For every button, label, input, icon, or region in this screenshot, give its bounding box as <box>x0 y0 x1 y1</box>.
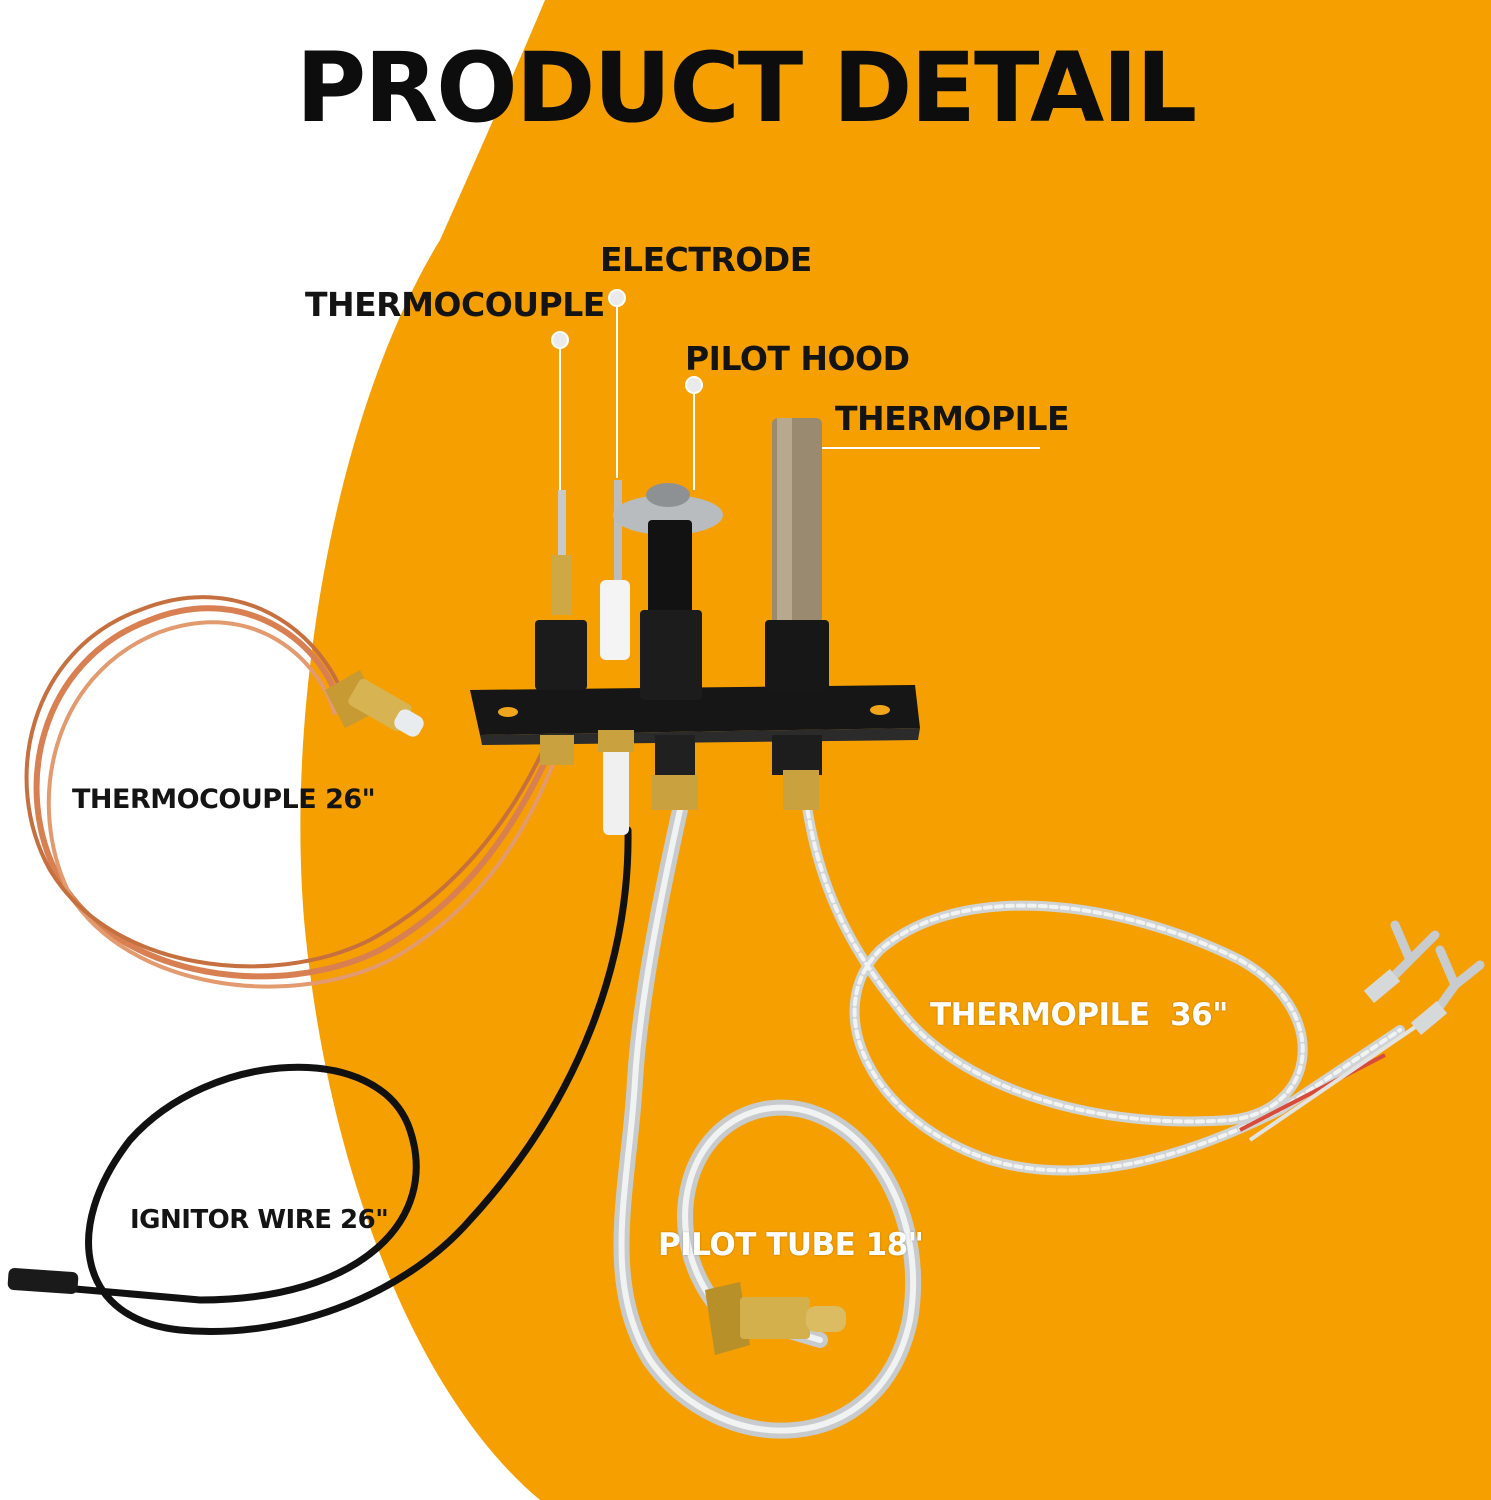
thermopile-label: THERMOPILE <box>835 399 1070 438</box>
thermocouple-post <box>535 490 587 765</box>
thermopile-length-label: THERMOPILE 36" <box>930 997 1228 1033</box>
spade-terminals <box>1363 920 1485 1036</box>
callout-lines <box>559 300 1040 490</box>
electrode-label: ELECTRODE <box>600 240 812 279</box>
pilot-tube-length-label: PILOT TUBE 18" <box>658 1227 924 1263</box>
thermocouple-coil <box>24 595 562 989</box>
electrode-post <box>598 480 634 835</box>
pilot-tube-line <box>613 802 922 1439</box>
orange-background-shape <box>300 0 1491 1500</box>
thermocouple-fitting <box>325 670 424 737</box>
pilot-hood-label: PILOT HOOD <box>685 339 910 378</box>
callout-dots <box>551 289 703 394</box>
ignitor-wire <box>26 826 632 1336</box>
thermopile-cable <box>801 795 1442 1176</box>
page-title: PRODUCT DETAIL <box>295 32 1197 144</box>
thermopile-post <box>765 418 829 810</box>
thermocouple-label: THERMOCOUPLE <box>305 285 605 324</box>
pilot-hood-assembly <box>613 483 723 810</box>
thermocouple-length-label: THERMOCOUPLE 26" <box>72 784 376 815</box>
pilot-tube-fitting <box>705 1282 846 1355</box>
ignitor-wire-length-label: IGNITOR WIRE 26" <box>130 1205 389 1235</box>
ignitor-wire-terminal <box>7 1267 79 1295</box>
